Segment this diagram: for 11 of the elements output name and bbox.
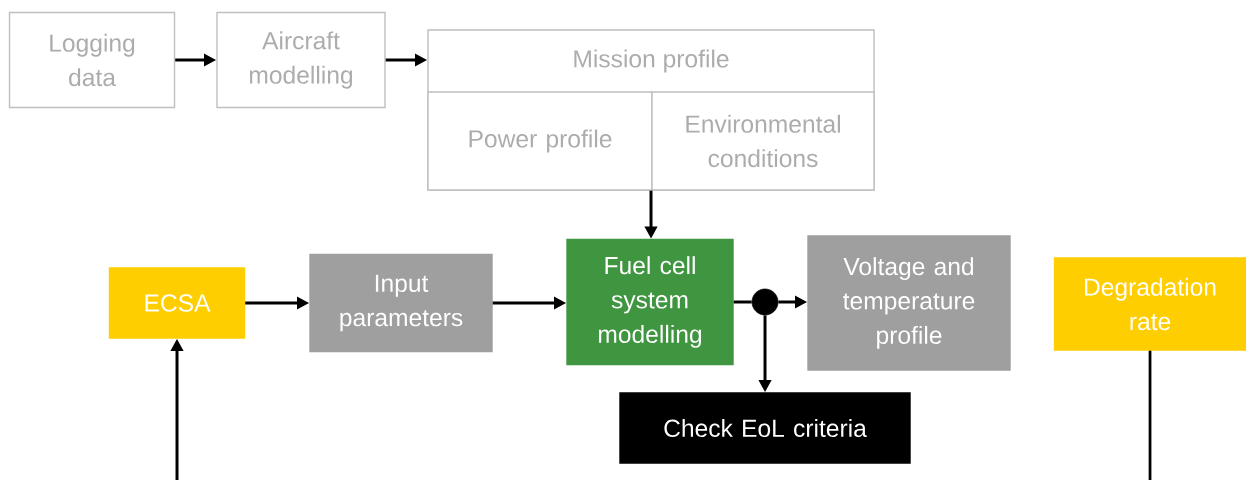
- process-box: ECSA: [108, 267, 246, 339]
- process-box: Environmental conditions: [651, 91, 875, 191]
- process-box: Power profile: [427, 91, 653, 191]
- process-box: Degradation rate: [1053, 257, 1246, 351]
- process-box: Fuel cell system modelling: [566, 238, 734, 366]
- process-box: Voltage and temperature profile: [807, 235, 1011, 371]
- process-box: Aircraft modelling: [216, 11, 386, 109]
- process-box: Input parameters: [309, 253, 493, 353]
- process-box: Check EoL criteria: [619, 392, 911, 464]
- process-box: Logging data: [8, 11, 176, 109]
- junction-dot: [751, 288, 779, 316]
